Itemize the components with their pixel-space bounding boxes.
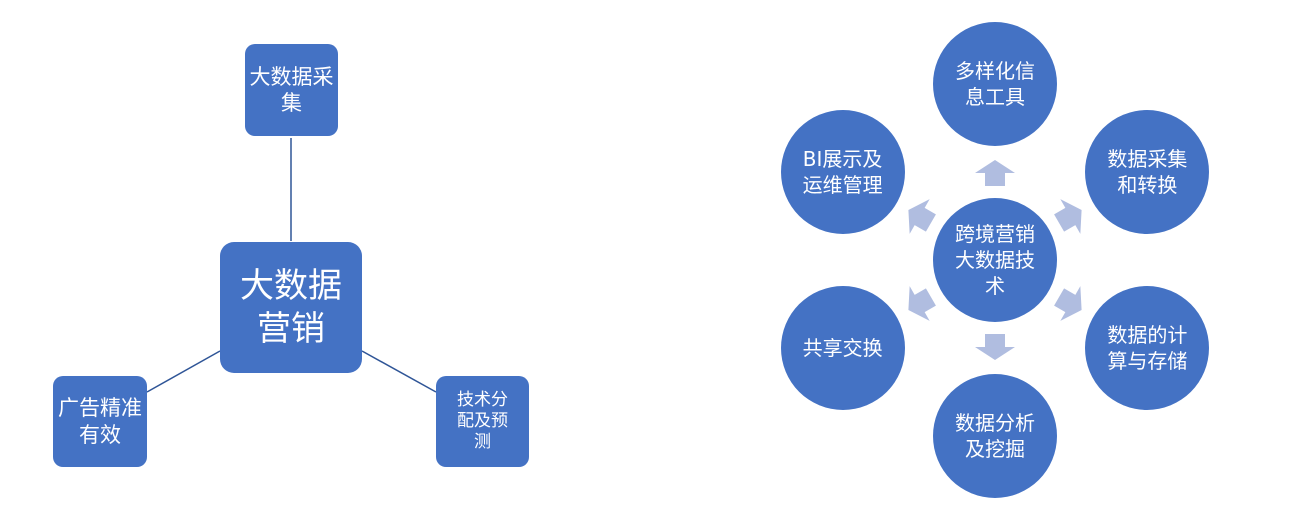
hub-circle: 跨境营销大数据技术 xyxy=(933,198,1057,322)
node-circle: BI展示及运维管理 xyxy=(780,110,905,234)
node-label: 共享交换 xyxy=(802,336,883,360)
arrow-icon xyxy=(908,286,936,321)
arrow-icon xyxy=(1054,286,1082,321)
node-label: 数据采集和转换 xyxy=(1107,147,1188,197)
connector-left xyxy=(146,350,221,393)
node-label: 数据的计算与存储 xyxy=(1107,323,1188,373)
node-label: 多样化信息工具 xyxy=(955,59,1035,109)
arrow-icon xyxy=(1054,199,1082,234)
arrow-icon xyxy=(975,334,1015,360)
node-label: 数据分析及挖掘 xyxy=(955,411,1035,461)
connector-right xyxy=(361,350,437,393)
node-circle: 数据分析及挖掘 xyxy=(933,374,1057,498)
node-circle: 数据采集和转换 xyxy=(1085,110,1210,234)
right-node: 技术分配及预测 xyxy=(436,376,529,467)
center-node: 大数据营销 xyxy=(220,242,362,373)
arrow-icon xyxy=(908,199,936,234)
hub-label: 跨境营销大数据技术 xyxy=(955,222,1035,298)
center-label: 大数据营销 xyxy=(240,266,342,349)
node-circle: 数据的计算与存储 xyxy=(1085,286,1210,410)
top-node: 大数据采集 xyxy=(245,44,338,136)
node-circle: 多样化信息工具 xyxy=(933,22,1057,146)
node-circle: 共享交换 xyxy=(780,286,905,410)
right-label: 技术分配及预测 xyxy=(457,389,508,453)
node-label: BI展示及运维管理 xyxy=(802,147,883,197)
left-node: 广告精准有效 xyxy=(53,376,147,467)
left-label: 广告精准有效 xyxy=(58,396,142,447)
arrow-icon xyxy=(975,160,1015,186)
top-label: 大数据采集 xyxy=(249,64,334,115)
